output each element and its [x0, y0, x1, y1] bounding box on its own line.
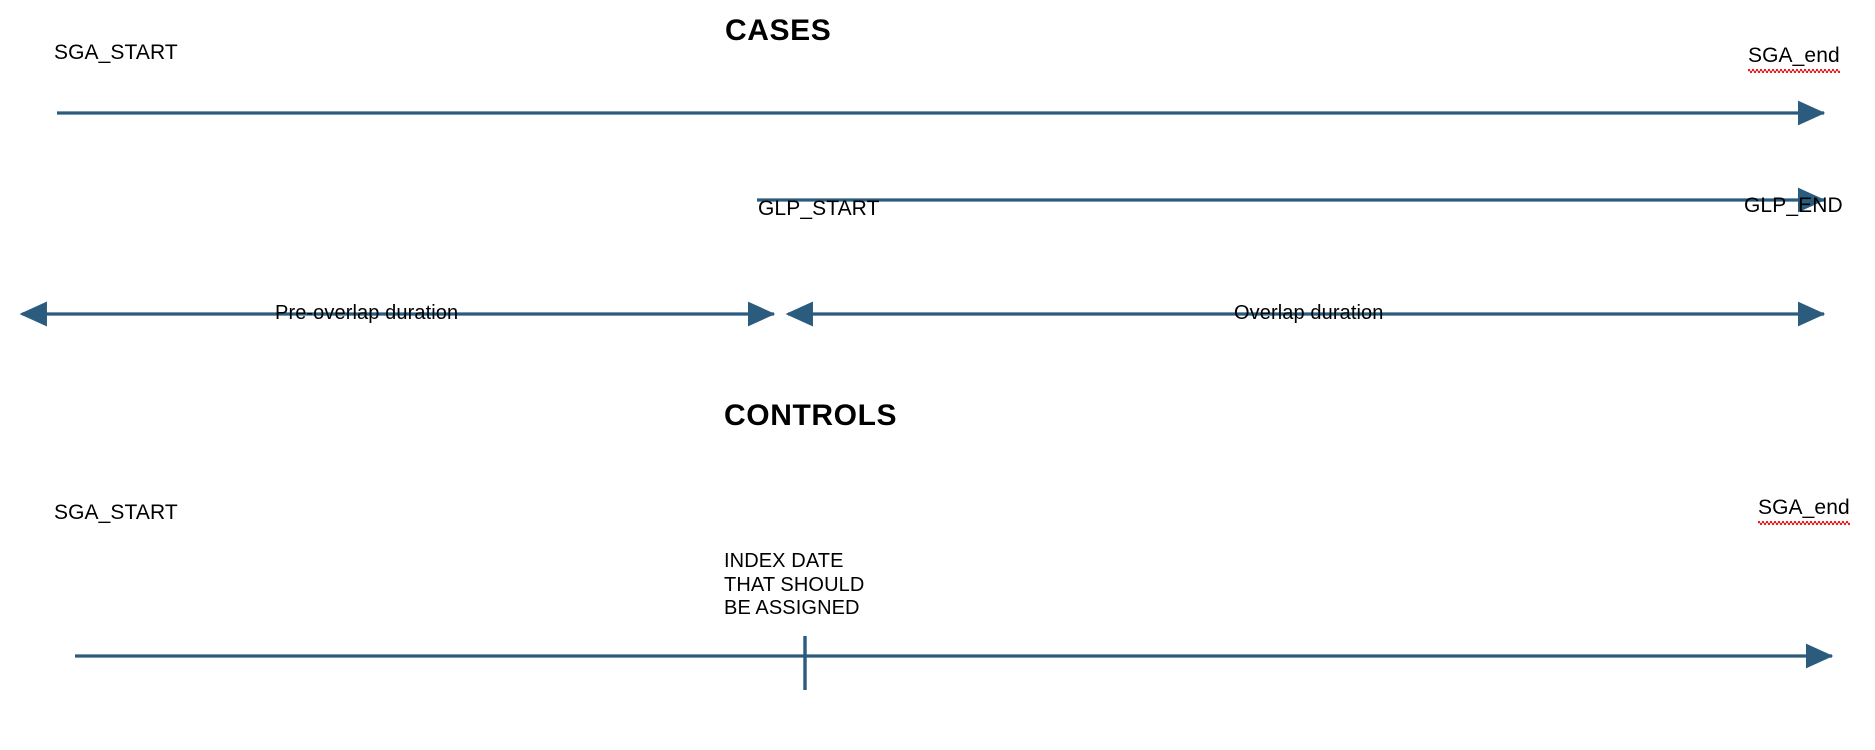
cases-sga-start-label: SGA_START	[54, 41, 178, 64]
index-date-note-line-2: THAT SHOULD	[724, 573, 865, 596]
index-date-note-line-1: INDEX DATE	[724, 550, 844, 572]
index-date-note-line-3: BE ASSIGNED	[724, 597, 860, 619]
cases-sga-end-label: SGA_end	[1748, 44, 1840, 73]
controls-sga-end-label: SGA_end	[1758, 496, 1850, 525]
overlap-duration-label: Overlap duration	[1234, 302, 1384, 324]
controls-section-title: CONTROLS	[724, 399, 898, 432]
controls-sga-end-text: SGA_end	[1758, 496, 1850, 525]
cases-sga-end-text: SGA_end	[1748, 44, 1840, 73]
cases-section-title: CASES	[725, 14, 832, 47]
cases-glp-end-label: GLP_END	[1744, 194, 1843, 217]
cases-glp-start-label: GLP_START	[758, 197, 880, 220]
controls-sga-start-label: SGA_START	[54, 501, 178, 524]
index-date-note: INDEX DATE THAT SHOULD BE ASSIGNED	[724, 550, 864, 621]
pre-overlap-duration-label: Pre-overlap duration	[275, 302, 459, 324]
